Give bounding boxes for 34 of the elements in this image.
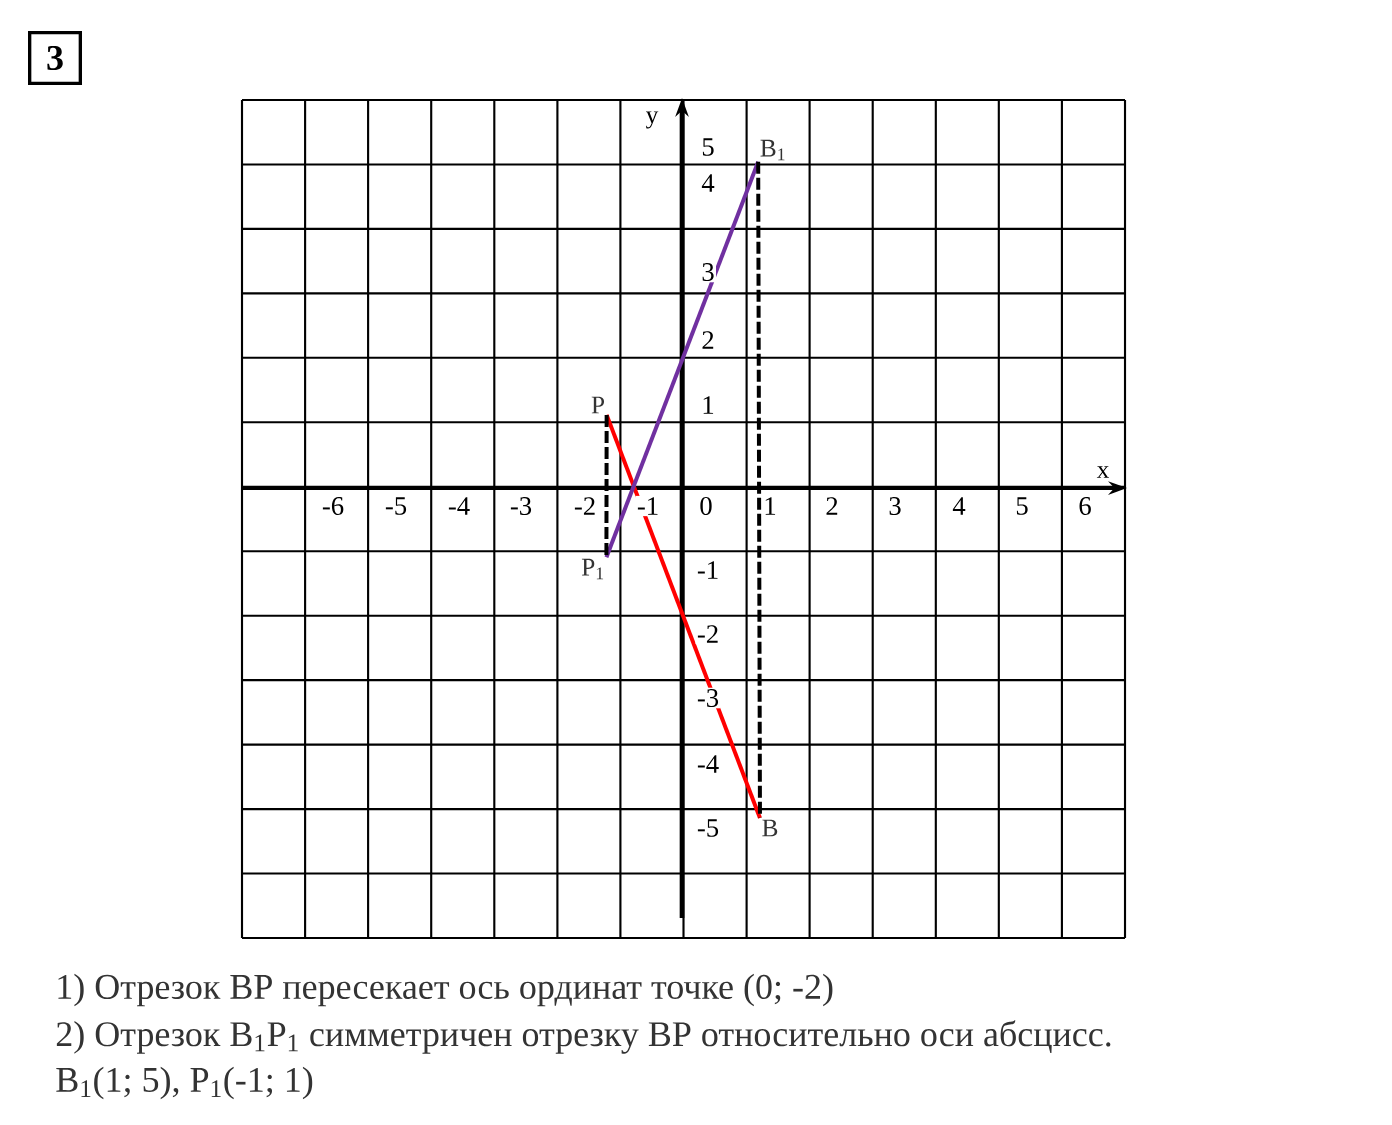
tick-label: -3 [695,687,721,709]
point-label: P$_{1}$ [581,558,604,580]
tick-label: 2 [824,495,840,517]
tick-label: 5 [700,136,716,158]
tick-label: -4 [695,753,721,775]
tick-label: 1 [700,394,716,416]
tick-label: 4 [700,172,716,194]
tick-label: 3 [700,261,716,283]
answer-text: 2) Отрезок B$_{1}$P$_{1}$ симметричен отрезку ВР относительно оси абсцисс. [56,1020,1111,1054]
answer-text: 1) Отрезок ВР пересекает ось ординат точке (0; -2) [58,973,833,1007]
tick-label: -5 [383,495,409,517]
tick-label: 4 [951,495,967,517]
point-label: B [762,819,778,837]
line-segment [604,414,609,558]
tick-label: -1 [635,495,661,517]
tick-label: 1 [762,495,778,517]
tick-label: -4 [446,495,472,517]
point-label: P [591,396,605,414]
tick-label: 2 [700,329,716,351]
tick-label: -2 [695,623,721,645]
point-label: B$_{1}$ [760,139,785,161]
tick-label: -1 [695,559,721,581]
tick-label: 3 [887,495,903,517]
tick-label: -2 [572,495,598,517]
axis-label: y [646,111,659,129]
answer-text: B$_{1}$(1; 5), P$_{1}$(-1; 1) [56,1066,313,1100]
tick-label: -6 [320,495,346,517]
tick-label: -3 [508,495,534,517]
tick-label: 0 [698,495,714,517]
tick-label: -5 [695,817,721,839]
tick-label: 6 [1077,495,1093,517]
problem-number: 3 [28,31,82,85]
axis-label: x [1096,466,1110,478]
tick-label: 5 [1014,495,1030,517]
